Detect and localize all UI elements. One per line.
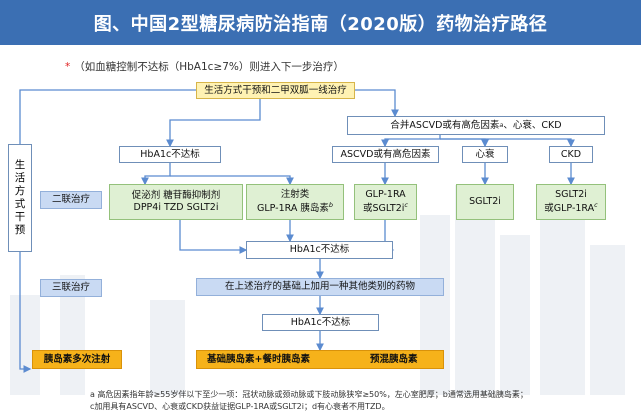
hba1c-mid-box: HbA1c不达标 xyxy=(246,241,393,259)
multi-injection-box: 胰岛素多次注射 xyxy=(32,350,122,369)
ckd-drug-box: SGLT2i 或GLP-1RAc xyxy=(536,184,606,220)
insulin-bottom-box: 基础胰岛素+餐时胰岛素 预混胰岛素 xyxy=(196,350,444,369)
first-line-box: 生活方式干预和二甲双胍一线治疗 xyxy=(196,82,355,99)
injectable-box: 注射类 GLP-1RA 胰岛素b xyxy=(246,184,344,220)
ckd-box: CKD xyxy=(549,146,593,163)
asterisk-icon: * xyxy=(65,61,71,73)
note-text: *（如血糖控制不达标（HbA1c≥7%）则进入下一步治疗） xyxy=(65,61,344,73)
hba1c-low-box: HbA1c不达标 xyxy=(262,314,379,331)
sglt2i-box: SGLT2i xyxy=(456,184,514,220)
oral-drugs-box: 促泌剂 糖苷酶抑制剂 DPP4i TZD SGLT2i xyxy=(109,184,243,220)
lifestyle-side-label: 生 活 方 式 干 预 xyxy=(8,144,32,252)
dual-therapy-label: 二联治疗 xyxy=(40,191,102,209)
footnotes: a 高危因素指年龄≥55岁伴以下至少一项：冠状动脉或颈动脉或下肢动脉狭窄≥50%… xyxy=(90,390,528,411)
heart-failure-box: 心衰 xyxy=(462,146,508,163)
premix-label: 预混胰岛素 xyxy=(369,353,418,365)
glp1ra-box: GLP-1RA 或SGLT2ic xyxy=(354,184,417,220)
hba1c-left-box: HbA1c不达标 xyxy=(119,146,221,163)
triple-therapy-label: 三联治疗 xyxy=(40,279,102,297)
basal-bolus-label: 基础胰岛素+餐时胰岛素 xyxy=(207,353,310,365)
triple-therapy-box: 在上述治疗的基础上加用一种其他类别的药物 xyxy=(196,278,444,296)
flowchart: *（如血糖控制不达标（HbA1c≥7%）则进入下一步治疗） 生 活 方 式 干 … xyxy=(0,45,641,413)
ascvd-box: ASCVD或有高危因素 xyxy=(332,146,439,163)
page-title: 图、中国2型糖尿病防治指南（2020版）药物治疗路径 xyxy=(0,0,641,45)
